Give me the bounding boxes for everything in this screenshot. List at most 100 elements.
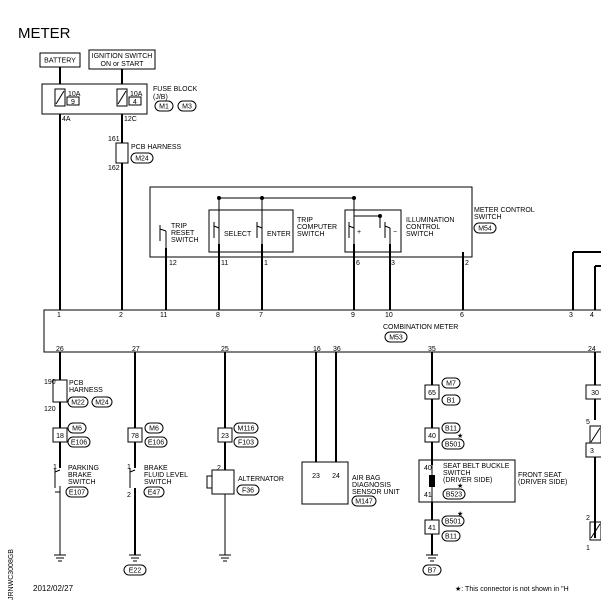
pin-12c: 12C (124, 116, 137, 123)
seat-belt-label-1: SEAT BELT BUCKLE (443, 463, 510, 470)
pin-23: 23 (312, 473, 320, 480)
meter-pin-25: 25 (221, 346, 229, 353)
plus-label: + (357, 229, 361, 236)
connector-b501: B501 (445, 442, 461, 449)
meter-pin-4: 4 (590, 312, 594, 319)
pin-162: 162 (108, 165, 120, 172)
pin-18: 18 (56, 433, 64, 440)
minus-label: − (393, 229, 397, 236)
meter-pin-7: 7 (259, 312, 263, 319)
meter-pin-6: 6 (460, 312, 464, 319)
ignition-label-1: IGNITION SWITCH (92, 53, 153, 60)
connector-m3: M3 (182, 104, 192, 111)
illumination-label-2: CONTROL (406, 224, 440, 231)
pcb-harness-label-2: HARNESS (69, 387, 103, 394)
buckle-switch-icon (429, 475, 435, 487)
pin-2: 2 (217, 465, 221, 472)
fuse-a-amp: 10A (68, 91, 81, 98)
connector-b523: B523 (446, 492, 462, 499)
seat-belt-switch-box (418, 459, 516, 503)
trip-computer-label-3: SWITCH (297, 231, 325, 238)
diagram-title: METER (18, 25, 71, 42)
alternator-label: ALTERNATOR (238, 476, 284, 483)
meter-pin-27: 27 (132, 346, 140, 353)
meter-pin-8: 8 (216, 312, 220, 319)
fuse-b-no: 4 (133, 99, 137, 106)
fuse-a-no: 9 (71, 99, 75, 106)
pin-1: 1 (127, 464, 131, 471)
switch-pin-3: 3 (391, 260, 395, 267)
ignition-label-2: ON or START (101, 61, 145, 68)
meter-control-switch-box (149, 186, 473, 258)
connector-e106: E106 (71, 440, 87, 447)
meter-pin-35: 35 (428, 346, 436, 353)
meter-pin-36: 36 (333, 346, 341, 353)
pin-2: 2 (586, 515, 590, 522)
pin-40: 40 (428, 433, 436, 440)
trip-computer-switch-box (208, 209, 294, 253)
connector-e107: E107 (69, 490, 85, 497)
fuse-icon (116, 88, 128, 107)
pin-4a: 4A (62, 116, 71, 123)
fuse-block-label-1: FUSE BLOCK (153, 86, 198, 93)
parking-brake-label-2: BRAKE (68, 472, 92, 479)
connector-m24: M24 (95, 400, 109, 407)
enter-label: ENTER (267, 231, 291, 238)
battery-label: BATTERY (44, 58, 76, 65)
pin-23: 23 (221, 433, 229, 440)
fuse-block-label-2: (J/B) (153, 94, 168, 101)
meter-control-switch-label-2: SWITCH (474, 214, 502, 221)
switch-pin-12: 12 (169, 260, 177, 267)
illumination-label-3: SWITCH (406, 231, 434, 238)
connector-m54: M54 (478, 226, 492, 233)
connector-b11: B11 (445, 426, 457, 433)
meter-pin-11: 11 (160, 312, 167, 319)
seat-belt-label-3: (DRIVER SIDE) (443, 477, 492, 484)
revision-date: 2012/02/27 (33, 584, 74, 593)
fuse-icon (54, 88, 66, 107)
connector-m6: M6 (72, 426, 82, 433)
front-seat-label-1: FRONT SEAT (518, 472, 562, 479)
connector-m22: M22 (71, 400, 85, 407)
switch-pin-1: 1 (264, 260, 268, 267)
pin-190: 190 (44, 379, 56, 386)
document-code: JRNWC3008GB (8, 549, 15, 600)
pin-78: 78 (131, 433, 139, 440)
air-bag-label-3: SENSOR UNIT (352, 489, 401, 496)
trip-computer-label-1: TRIP (297, 217, 313, 224)
trip-reset-label-3: SWITCH (171, 237, 199, 244)
pcb-harness-label-1: PCB (69, 380, 84, 387)
brake-fluid-label-1: BRAKE (144, 465, 168, 472)
switch-pin-2: 2 (465, 260, 469, 267)
connector-b1: B1 (447, 398, 456, 405)
meter-pin-26: 26 (56, 346, 64, 353)
illumination-switch-box (344, 209, 402, 253)
trip-computer-label-2: COMPUTER (297, 224, 337, 231)
connector-f103: F103 (238, 440, 254, 447)
pin-161: 161 (108, 136, 120, 143)
switch-pin-11: 11 (221, 260, 228, 267)
pcb-harness-connector (115, 142, 129, 164)
pin-3: 3 (590, 448, 594, 455)
pin-65: 65 (428, 390, 436, 397)
meter-pin-9: 9 (351, 312, 355, 319)
connector-b501: B501 (445, 519, 461, 526)
meter-pin-3: 3 (569, 312, 573, 319)
star-mark: ★ (457, 510, 463, 518)
connector-m53: M53 (389, 335, 403, 342)
combination-meter-label: COMBINATION METER (383, 324, 458, 331)
sensor-icon (589, 521, 601, 541)
connector-e47: E47 (148, 490, 161, 497)
fuse-b-amp: 10A (130, 91, 143, 98)
meter-control-switch-label-1: METER CONTROL (474, 207, 535, 214)
pcb-harness-label: PCB HARNESS (131, 144, 182, 151)
meter-pin-2: 2 (119, 312, 123, 319)
star-mark: ★ (457, 482, 463, 490)
connector-e106: E106 (148, 440, 164, 447)
alternator-box (211, 469, 235, 495)
combination-meter-box (43, 309, 601, 353)
parking-brake-label-1: PARKING (68, 465, 99, 472)
pin-120: 120 (44, 406, 56, 413)
brake-fluid-label-2: FLUID LEVEL (144, 472, 188, 479)
air-bag-unit-box (301, 461, 349, 505)
